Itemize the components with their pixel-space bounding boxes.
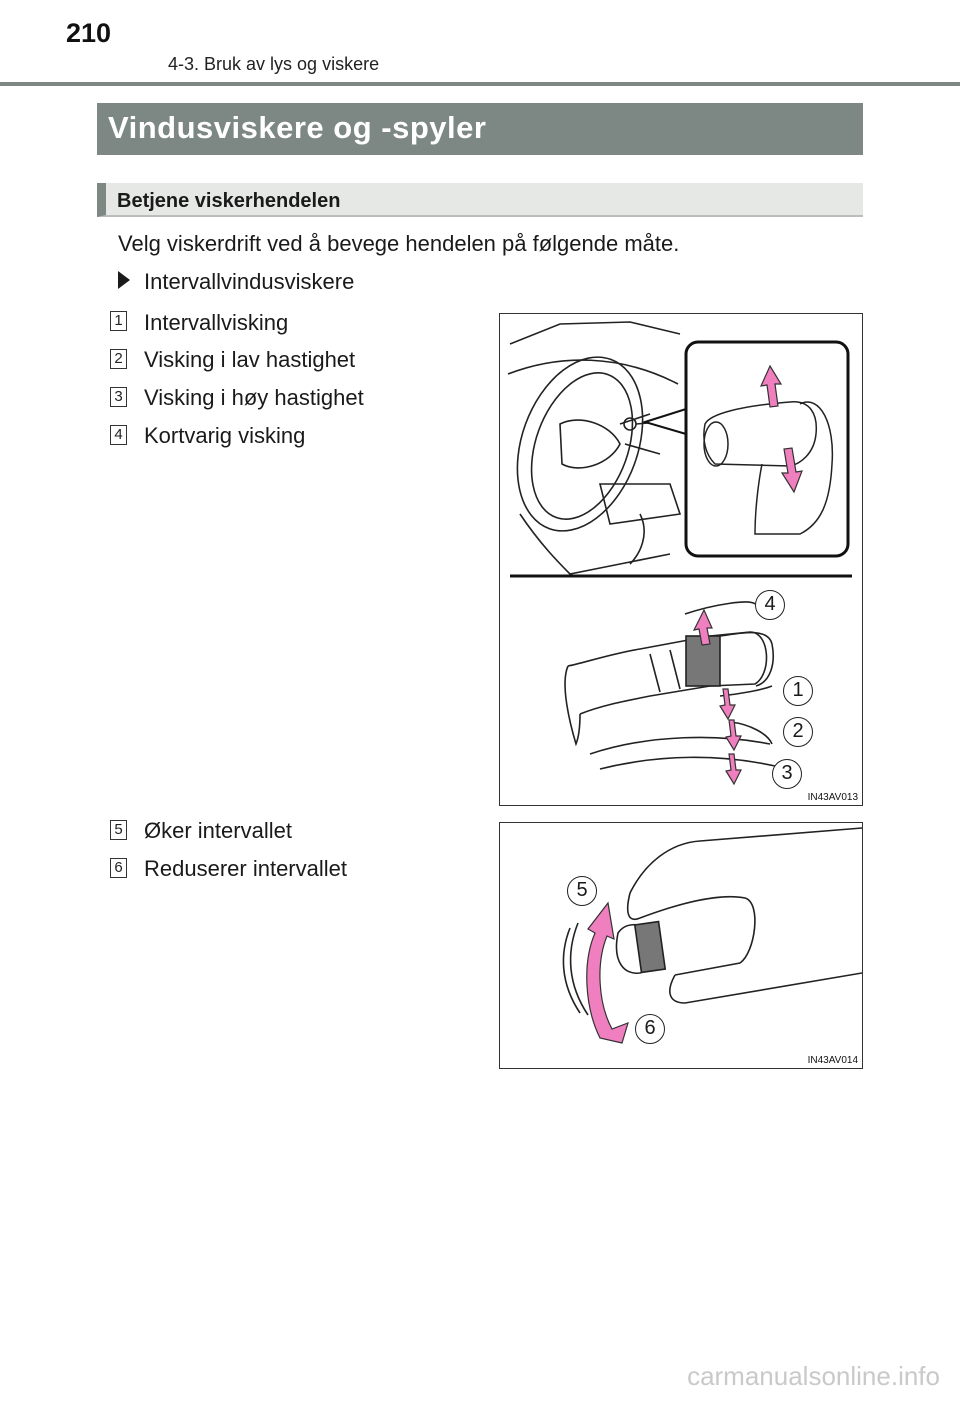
item-number: 3 [110,387,127,407]
item-label: Visking i høy hastighet [144,385,364,410]
item-number: 2 [110,349,127,369]
item-label: Intervallvisking [144,310,289,335]
item-number: 1 [110,311,127,331]
page-number: 210 [66,18,112,48]
callout-1: 1 [783,676,813,706]
intro-text: Velg viskerdrift ved å bevege hendelen p… [118,231,680,256]
callout-2: 2 [783,717,813,747]
section-title: Vindusviskere og -spyler [108,110,487,145]
wiper-lever-illustration: 4 1 2 3 IN43AV013 [499,313,863,806]
figure-code: IN43AV013 [807,792,858,803]
item-label: Kortvarig visking [144,423,306,448]
item-label: Visking i lav hastighet [144,347,356,372]
subsection-bar [97,183,863,217]
figure-code: IN43AV014 [807,1055,858,1066]
item-number: 5 [110,820,127,840]
interval-dial-drawing [562,827,863,1044]
item-label: Øker intervallet [144,818,292,843]
triangle-right-icon [118,271,130,289]
item-number: 6 [110,858,127,878]
chapter-heading: 4-3. Bruk av lys og viskere [168,54,380,74]
bullet-label: Intervallvindusviskere [144,269,355,294]
wiper-lever-drawing [507,321,852,786]
subsection-title: Betjene viskerhendelen [117,190,341,212]
callout-5: 5 [567,876,597,906]
item-number: 4 [110,425,127,445]
section-title-bar [97,103,863,155]
watermark[interactable]: carmanualsonline.info [687,1361,940,1391]
header-divider [0,82,960,86]
callout-3: 3 [772,759,802,789]
callout-4: 4 [755,590,785,620]
callout-6: 6 [635,1014,665,1044]
item-label: Reduserer intervallet [144,856,347,881]
wiper-interval-illustration: 5 6 IN43AV014 [499,822,863,1069]
